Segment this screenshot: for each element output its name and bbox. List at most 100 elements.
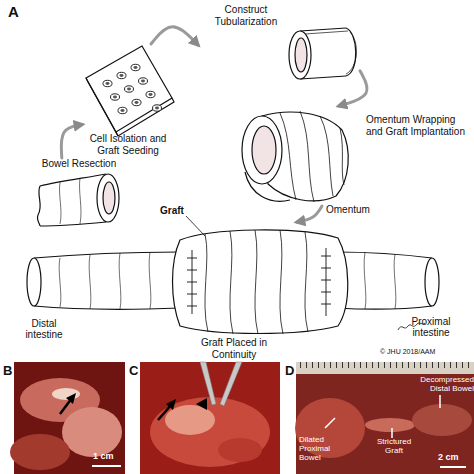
seeded-graft-plate-part xyxy=(86,46,172,132)
photo-b-part xyxy=(62,407,122,457)
graft-in-continuity-drawing-part xyxy=(59,252,151,309)
photo-d-part xyxy=(300,362,472,368)
photo-d-part xyxy=(325,395,440,438)
step-label: Cell Isolation and Graft Seeding xyxy=(83,133,173,156)
graft-in-continuity-drawing-part xyxy=(336,252,432,309)
bowel-resection-drawing-part xyxy=(60,178,81,224)
step-label: Graft Placed in Continuity xyxy=(188,337,280,360)
bowel-resection-drawing xyxy=(37,174,119,226)
seeded-graft-plate-part xyxy=(86,78,118,136)
seeded-graft-plate-part-part xyxy=(131,64,140,70)
photo-c-part xyxy=(140,362,280,474)
graft-in-continuity-drawing-part xyxy=(34,252,180,309)
graft-in-continuity-drawing-part xyxy=(187,250,197,314)
photo-d-part xyxy=(440,466,466,468)
process-step: Bowel Resection xyxy=(36,158,122,230)
photo-c-part xyxy=(196,398,207,410)
graft-in-continuity-drawing xyxy=(27,216,439,334)
omentum-wrap-drawing-part xyxy=(242,116,282,184)
photo-d-part xyxy=(365,418,415,432)
panel-letter: A xyxy=(8,4,28,21)
seeded-graft-plate-part-part xyxy=(155,107,159,110)
panel-letter: B xyxy=(3,364,15,378)
annotation-label: 2 cm xyxy=(438,453,472,463)
seeded-graft-plate xyxy=(86,46,174,136)
photo-b-part xyxy=(66,393,76,404)
process-step: Graft Placed in Continuity xyxy=(24,222,444,360)
annotation-label: Dilated Proximal Bowel xyxy=(299,436,349,462)
omentum-wrap-drawing-part xyxy=(252,126,276,174)
graft-in-continuity-drawing-part xyxy=(27,258,41,306)
annotation-label: © JHU 2018/AAM xyxy=(380,348,472,356)
tubular-construct-part xyxy=(295,38,307,72)
graft-in-continuity-drawing-part xyxy=(321,248,331,316)
bowel-resection-drawing-part xyxy=(40,174,106,186)
photo-c xyxy=(140,362,280,474)
photo-c-part xyxy=(150,397,270,467)
step-label: Omentum Wrapping and Graft Implantation xyxy=(366,114,470,137)
seeded-graft-plate-part xyxy=(103,64,162,113)
graft-in-continuity-drawing-part xyxy=(364,252,396,309)
photo-d-part xyxy=(296,362,474,474)
seeded-graft-plate-part xyxy=(106,66,160,112)
seeded-graft-plate-part-part xyxy=(146,91,155,97)
seeded-graft-plate-part-part xyxy=(132,99,141,105)
photo-c-part xyxy=(166,399,176,410)
seeded-graft-plate-part-part xyxy=(120,74,124,77)
seeded-graft-plate-part-part xyxy=(103,80,112,86)
photo-c-part xyxy=(200,362,216,405)
graft-in-continuity-drawing-part xyxy=(425,258,439,306)
graft-in-continuity-drawing-part xyxy=(173,230,348,334)
panel-letter: D xyxy=(285,364,297,378)
annotation-label: 1 cm xyxy=(93,452,125,462)
panel-letter: C xyxy=(129,364,141,378)
photo-d xyxy=(295,362,474,474)
tubular-construct-part xyxy=(289,31,311,79)
process-arrow xyxy=(297,206,322,222)
process-arrow xyxy=(151,27,198,45)
step-label: Construct Tubularization xyxy=(200,4,292,27)
seeded-graft-plate-part-part xyxy=(106,82,110,85)
process-step: Construct Tubularization xyxy=(198,2,360,88)
annotation-label: Graft xyxy=(160,205,200,216)
photo-b-part xyxy=(92,465,121,467)
seeded-graft-plate-part-part xyxy=(153,105,162,111)
graft-in-continuity-drawing-part xyxy=(186,216,205,236)
seeded-graft-plate-part-part xyxy=(141,80,145,83)
photo-c-part xyxy=(220,362,242,406)
seeded-graft-plate-part-part xyxy=(127,88,131,91)
seeded-graft-plate-part-part xyxy=(134,66,138,69)
tubular-construct-part xyxy=(346,28,356,76)
annotation-label: Proximal intestine xyxy=(400,316,462,338)
bowel-resection-drawing-part xyxy=(103,182,115,214)
process-step: Cell Isolation and Graft Seeding xyxy=(82,44,174,156)
step-label: Bowel Resection xyxy=(36,158,122,170)
seeded-graft-plate-part-part xyxy=(135,101,139,104)
tubular-construct-part xyxy=(346,32,356,74)
photo-d-part xyxy=(296,362,474,374)
seeded-graft-plate-part-part xyxy=(139,78,148,84)
seeded-graft-plate-part xyxy=(116,98,174,136)
seeded-graft-plate-part-part xyxy=(121,109,125,112)
bowel-resection-drawing-part xyxy=(40,222,106,226)
photo-b-part xyxy=(52,388,80,400)
seeded-graft-plate-part-part xyxy=(125,86,134,92)
omentum-wrap-drawing xyxy=(242,111,348,202)
process-step: Omentum Wrapping and Graft Implantation xyxy=(230,106,472,206)
bowel-resection-drawing-part xyxy=(37,186,40,226)
process-arrow xyxy=(61,125,82,158)
annotation-label: Omentum xyxy=(326,204,386,215)
bowel-resection-drawing-part xyxy=(97,174,119,222)
photo-b-part xyxy=(10,434,70,470)
photo-c-part xyxy=(218,438,262,462)
seeded-graft-plate-part-part xyxy=(118,107,127,113)
annotation-label: Decompressed Distal Bowel xyxy=(418,376,474,394)
photo-d-part xyxy=(412,404,472,436)
photo-b xyxy=(10,362,125,474)
annotation-label: Strictured Graft xyxy=(372,438,416,456)
annotation-label: Distal intestine xyxy=(16,318,72,340)
tubular-construct-part xyxy=(305,31,348,34)
